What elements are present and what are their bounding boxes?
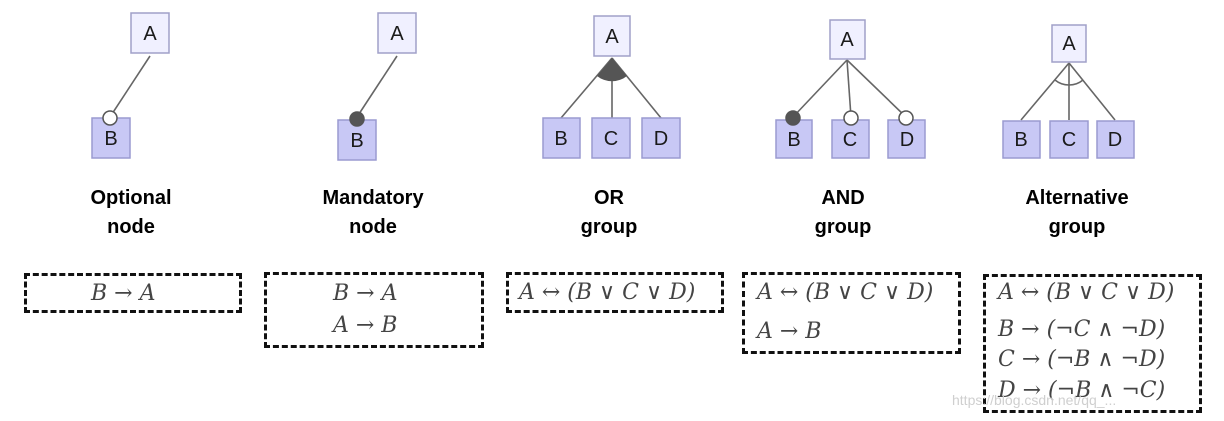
mandatory-formula-box: B → A A → B — [264, 272, 484, 348]
mandatory-caption-line1: Mandatory — [322, 187, 424, 209]
alt-child-d-node — [1096, 120, 1135, 159]
and-edge-d — [846, 59, 907, 118]
mandatory-node-diagram: A B — [337, 12, 417, 161]
alt-formula-line3: C → (¬B ∧ ¬D) — [998, 347, 1166, 372]
optional-node-diagram: A B — [91, 12, 170, 159]
or-edge-b — [560, 57, 613, 119]
optional-parent-node — [130, 12, 170, 54]
alt-caption-line2: group — [1048, 216, 1106, 238]
watermark: https://blog.csdn.net/qq_... — [952, 392, 1117, 408]
alt-edge-d — [1068, 62, 1116, 121]
mandatory-parent-node — [377, 12, 417, 54]
and-caption-line1: AND — [821, 187, 865, 209]
alt-parent-node — [1051, 24, 1087, 63]
or-child-b-label: B — [554, 128, 567, 150]
optional-edge — [109, 55, 151, 118]
optional-caption-line2: node — [107, 216, 155, 238]
mandatory-child-label: B — [350, 130, 363, 152]
alt-caption-line1: Alternative — [1025, 187, 1129, 209]
or-child-c-node — [591, 117, 631, 159]
alt-edge-b — [1020, 62, 1070, 121]
and-caption-line2: group — [814, 216, 872, 238]
alternative-formula-box: A ↔ (B ∨ C ∨ D) B → (¬C ∧ ¬D) C → (¬B ∧ … — [983, 274, 1202, 413]
optional-formula-line1: B → A — [91, 281, 156, 306]
alt-child-c-label: C — [1062, 129, 1076, 151]
mandatory-formula-line1: B → A — [333, 281, 398, 306]
and-edge-b — [792, 59, 848, 118]
and-formula-box: A ↔ (B ∨ C ∨ D) A → B — [742, 272, 961, 354]
and-formula-line1: A ↔ (B ∨ C ∨ D) — [757, 280, 934, 305]
alt-parent-label: A — [1062, 33, 1076, 55]
alt-child-d-label: D — [1108, 129, 1122, 151]
mandatory-formula-line2: A → B — [333, 313, 398, 338]
alt-formula-line2: B → (¬C ∧ ¬D) — [998, 317, 1166, 342]
alternative-group-diagram: A B C D — [1002, 24, 1135, 159]
mandatory-caption-line2: node — [349, 216, 397, 238]
and-optional-marker-c-icon — [843, 110, 859, 126]
mandatory-marker-icon — [349, 111, 365, 127]
mandatory-parent-label: A — [390, 23, 404, 45]
or-caption-line2: group — [580, 216, 638, 238]
or-parent-label: A — [605, 26, 619, 48]
optional-marker-icon — [102, 110, 118, 126]
or-group-caption: OR group — [499, 184, 719, 242]
optional-caption-line1: Optional — [90, 187, 172, 209]
or-arc-icon — [597, 58, 627, 82]
or-caption-line1: OR — [594, 187, 624, 209]
alt-formula-line1: A ↔ (B ∨ C ∨ D) — [998, 280, 1175, 305]
and-group-caption: AND group — [733, 184, 953, 242]
alt-child-b-label: B — [1014, 129, 1027, 151]
and-child-d-node — [887, 119, 926, 159]
or-formula-line1: A ↔ (B ∨ C ∨ D) — [519, 280, 696, 305]
or-parent-node — [593, 15, 631, 57]
or-child-c-label: C — [604, 128, 618, 150]
or-formula-box: A ↔ (B ∨ C ∨ D) — [506, 272, 724, 313]
and-child-c-label: C — [843, 129, 857, 151]
and-mandatory-marker-icon — [785, 110, 801, 126]
alternative-arc-icon — [1054, 79, 1084, 86]
and-parent-label: A — [840, 29, 854, 51]
mandatory-edge — [356, 55, 398, 118]
or-child-d-label: D — [654, 128, 668, 150]
or-child-b-node — [542, 117, 581, 159]
optional-formula-box: B → A — [24, 273, 242, 313]
optional-caption: Optional node — [21, 184, 241, 242]
and-formula-line2: A → B — [757, 319, 822, 344]
and-child-b-label: B — [787, 129, 800, 151]
and-parent-node — [829, 19, 866, 60]
and-optional-marker-d-icon — [898, 110, 914, 126]
optional-child-label: B — [104, 128, 117, 150]
alternative-group-caption: Alternative group — [967, 184, 1187, 242]
and-child-b-node — [775, 119, 813, 159]
and-child-c-node — [831, 119, 870, 159]
alt-child-b-node — [1002, 120, 1041, 159]
alt-child-c-node — [1049, 120, 1089, 159]
optional-parent-label: A — [143, 23, 157, 45]
or-child-d-node — [641, 117, 681, 159]
and-group-diagram: A B C D — [775, 19, 926, 159]
and-edge-c — [846, 59, 852, 118]
and-child-d-label: D — [900, 129, 914, 151]
mandatory-caption: Mandatory node — [263, 184, 483, 242]
alt-formula-line4: D → (¬B ∧ ¬C) — [998, 378, 1166, 403]
or-group-diagram: A B C D — [542, 15, 681, 159]
